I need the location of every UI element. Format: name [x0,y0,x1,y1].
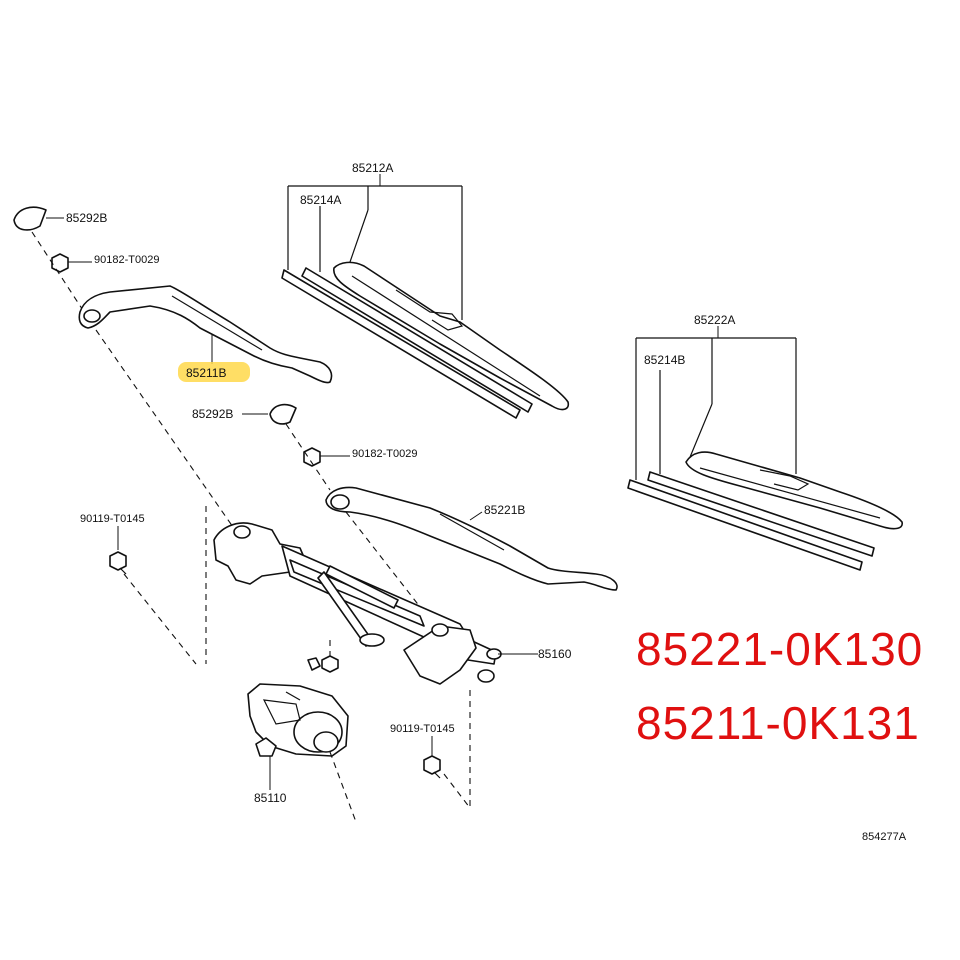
label-90119-right: 90119-T0145 [390,723,455,735]
label-85221b: 85221B [484,503,525,517]
label-90182-mid: 90182-T0029 [352,448,417,460]
axis-line-bolt-left [123,573,197,665]
label-85211b: 85211B [186,366,226,380]
axis-line-to-linkage [95,329,243,541]
wiper-motor-85110 [247,683,349,757]
axis-line-top-left [31,231,89,319]
wiper-arm-85221b [325,486,618,591]
highlight-85211b [178,362,250,382]
wiper-arm-85211b [78,285,333,384]
label-85292b-top: 85292B [66,211,107,225]
blade-assembly-85212a [281,185,570,419]
axis-line-mid-1 [285,423,331,491]
wiper-linkage-85160 [213,522,502,685]
nut-motor-crank [307,655,339,673]
blade-assembly-85222a [627,337,903,571]
label-85214a: 85214A [300,193,341,207]
label-85222a: 85222A [694,313,735,327]
label-90119-left: 90119-T0145 [80,513,145,525]
figure-code: 854277A [862,831,907,843]
axis-line-bolt-right [443,773,471,809]
label-85160: 85160 [538,647,572,661]
nut-90182-top [51,253,92,273]
label-85214b: 85214B [644,353,685,367]
callout-85221-0k130: 85221-0K130 [636,623,924,675]
axis-line-motor [329,751,357,823]
bolt-90119-left [109,551,127,575]
cap-85292b-mid [242,403,297,425]
label-85212a: 85212A [352,161,393,175]
bolt-90119-right [423,755,441,779]
label-90182-top: 90182-T0029 [94,254,159,266]
label-85110: 85110 [254,791,287,805]
cap-85292b-top [13,206,64,231]
callout-85211-0k131: 85211-0K131 [636,697,920,749]
label-85292b-mid: 85292B [192,407,233,421]
nut-90182-mid [303,447,350,467]
